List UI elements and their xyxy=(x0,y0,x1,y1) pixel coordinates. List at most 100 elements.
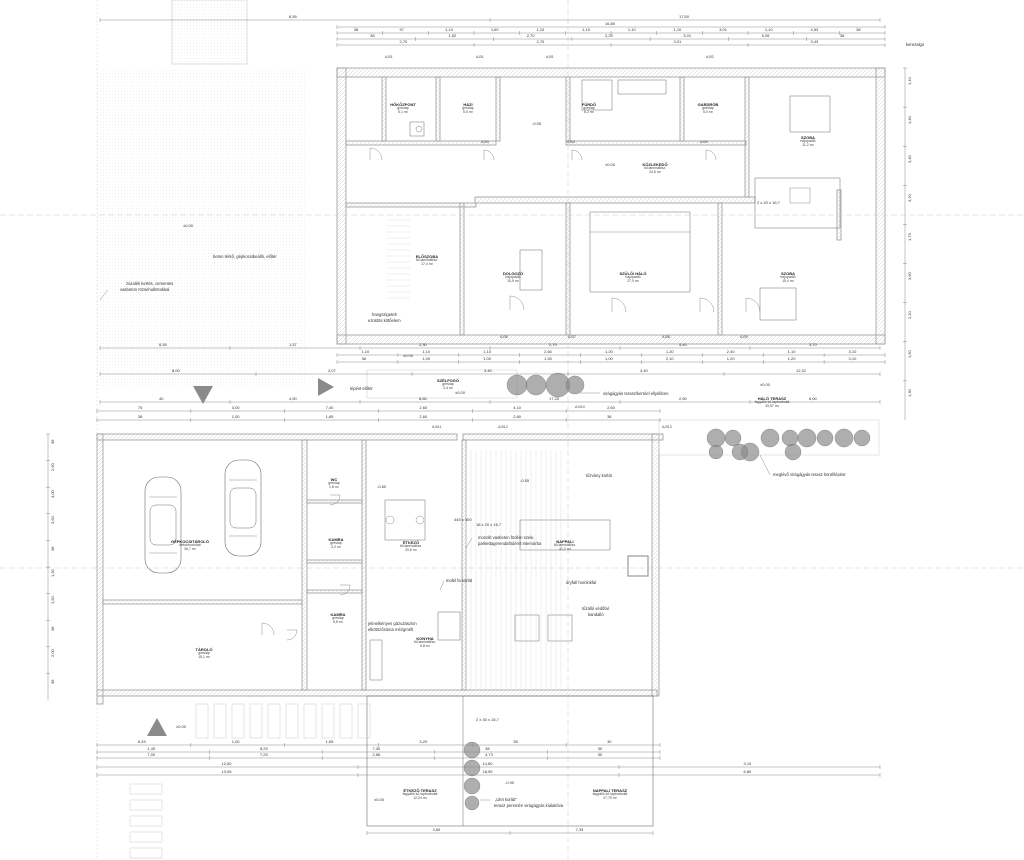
dim-value-mid7-0: 38 xyxy=(137,414,143,419)
door-swing-6 xyxy=(611,297,627,313)
axis-tag-8: A,B7 xyxy=(568,335,576,339)
paver xyxy=(129,783,163,795)
dim-value-top4-4: 3,01 xyxy=(683,33,692,38)
door-swing-10 xyxy=(339,584,351,596)
dim-value-mid1-1: 1,57 xyxy=(289,342,297,347)
axis-tag-0: A,B1 xyxy=(385,55,393,59)
tree-12 xyxy=(834,428,854,448)
dim-value-bot1-1: 1,00 xyxy=(231,739,240,744)
dim-value-mid2-1: 1,10 xyxy=(422,349,431,354)
dim-value-bot5-1: 18,95 xyxy=(482,769,493,774)
dim-value-top5-2: 3,01 xyxy=(673,39,682,44)
dim-value-mid4-4: 12,32 xyxy=(796,368,807,373)
armchair-1 xyxy=(514,614,540,642)
wall xyxy=(565,140,747,146)
paver xyxy=(129,815,163,827)
dim-value-mid7-1: 1,00 xyxy=(231,414,240,419)
door-swing-7 xyxy=(699,297,715,313)
note-lepes: lépést előtér xyxy=(350,386,373,391)
note-lepcso: tűzvány korlát xyxy=(586,473,612,478)
dim-vvalue-left-5: 1,30 xyxy=(50,569,55,578)
dim-value-mid3-8: 3,10 xyxy=(848,356,857,361)
dim-value-bot1-3: 3,20 xyxy=(419,739,428,744)
note-monolit2: parkettagerendafödémt Intervárba xyxy=(478,541,542,546)
level-5: -0.55 xyxy=(520,478,530,483)
dim-value-bot4-1: 14,80 xyxy=(482,761,493,766)
dim-value-bot3-0: 7,00 xyxy=(147,752,156,757)
level-6: ±0.00 xyxy=(760,382,770,387)
dim-value-bot5-0: 13,06 xyxy=(221,769,232,774)
dim-value-bot5-2: 6,80 xyxy=(743,769,752,774)
paver xyxy=(129,799,163,811)
wall-south-lower xyxy=(96,689,658,697)
dim-value-mid1-0: 8,55 xyxy=(159,342,167,347)
door-swing-12 xyxy=(286,629,298,641)
stair-label-3: 445 x 300 xyxy=(454,517,472,522)
note-monolit: monolit vasbeton födém szele, xyxy=(478,535,535,540)
stair-label-1: 2 x 20 x 16,7 xyxy=(757,200,780,205)
dim-value-bot3-4: 30 xyxy=(597,752,603,757)
wall xyxy=(435,76,441,142)
door-swing-9 xyxy=(329,494,341,506)
level-1: ±0.00 xyxy=(183,223,193,228)
level-4: ±0.00 xyxy=(455,390,465,395)
dim-value-bot6-1: 7,33 xyxy=(575,827,584,832)
dim-value-top5-3: 3,43 xyxy=(810,39,819,44)
wall-garage-divider xyxy=(301,439,308,691)
dim-value-top3-10: 4,53 xyxy=(810,27,819,32)
dim-value-mid5-1: 4,50 xyxy=(289,396,297,401)
dim-value-top3-8: 3,01 xyxy=(719,27,727,32)
dim-vvalue-left-2: 4,00 xyxy=(50,489,55,498)
axis-tag-4: A,B3 xyxy=(481,140,489,144)
note-hangszig2: ezüstös kötőelem xyxy=(368,318,401,323)
dim-value-mid5-5: 6,00 xyxy=(809,396,817,401)
dim-vvalue-right-8: 1,30 xyxy=(907,389,912,398)
tree-11 xyxy=(816,429,834,447)
dining-table xyxy=(384,499,426,541)
halo-terrace-outline xyxy=(658,419,880,456)
dim-value-mid1-5: 3,70 xyxy=(809,342,817,347)
note-szap2: kandalló xyxy=(588,612,604,617)
level-7: -0.90 xyxy=(505,780,515,785)
hatch-layer xyxy=(97,0,307,388)
dim-value-mid2-0: 1,10 xyxy=(361,349,370,354)
wall xyxy=(495,76,501,142)
wall-living-divider xyxy=(461,439,467,691)
parking-stripe xyxy=(321,703,335,739)
boiler-unit xyxy=(409,121,425,137)
dim-value-mid3-3: 1,50 xyxy=(544,356,552,361)
dim-value-mid4-2: 3,40 xyxy=(484,368,492,373)
dim-value-mid7-4: 2,60 xyxy=(513,414,522,419)
level-9: ±0.00 xyxy=(374,797,384,802)
car-body xyxy=(224,459,262,557)
dim-value-mid4-1: 2,07 xyxy=(328,368,336,373)
trees-layer xyxy=(463,372,871,811)
axis-tag-2: A,B1 xyxy=(546,55,554,59)
dim-value-mid6-4: 4,10 xyxy=(513,405,522,410)
chair xyxy=(415,515,425,525)
fireplace xyxy=(627,555,649,577)
forecourt-area xyxy=(97,68,307,388)
parking-stripe xyxy=(339,703,353,739)
dim-vvalue-left-7: 38 xyxy=(50,626,55,631)
dim-value-top4-3: 2,29 xyxy=(605,33,613,38)
dim-value-top3-4: 1,10 xyxy=(536,27,545,32)
dim-value-mid1-4: 5,40 xyxy=(679,342,687,347)
axis-tag-13: A,B12 xyxy=(498,425,508,429)
door-swing-5 xyxy=(509,295,525,311)
axis-tag-7: A,B6 xyxy=(500,335,508,339)
tree-1 xyxy=(506,374,528,396)
note-kemeny2: elkötözősóma mézgmélt xyxy=(368,627,414,632)
dim-vvalue-left-1: 2,60 xyxy=(50,463,55,471)
